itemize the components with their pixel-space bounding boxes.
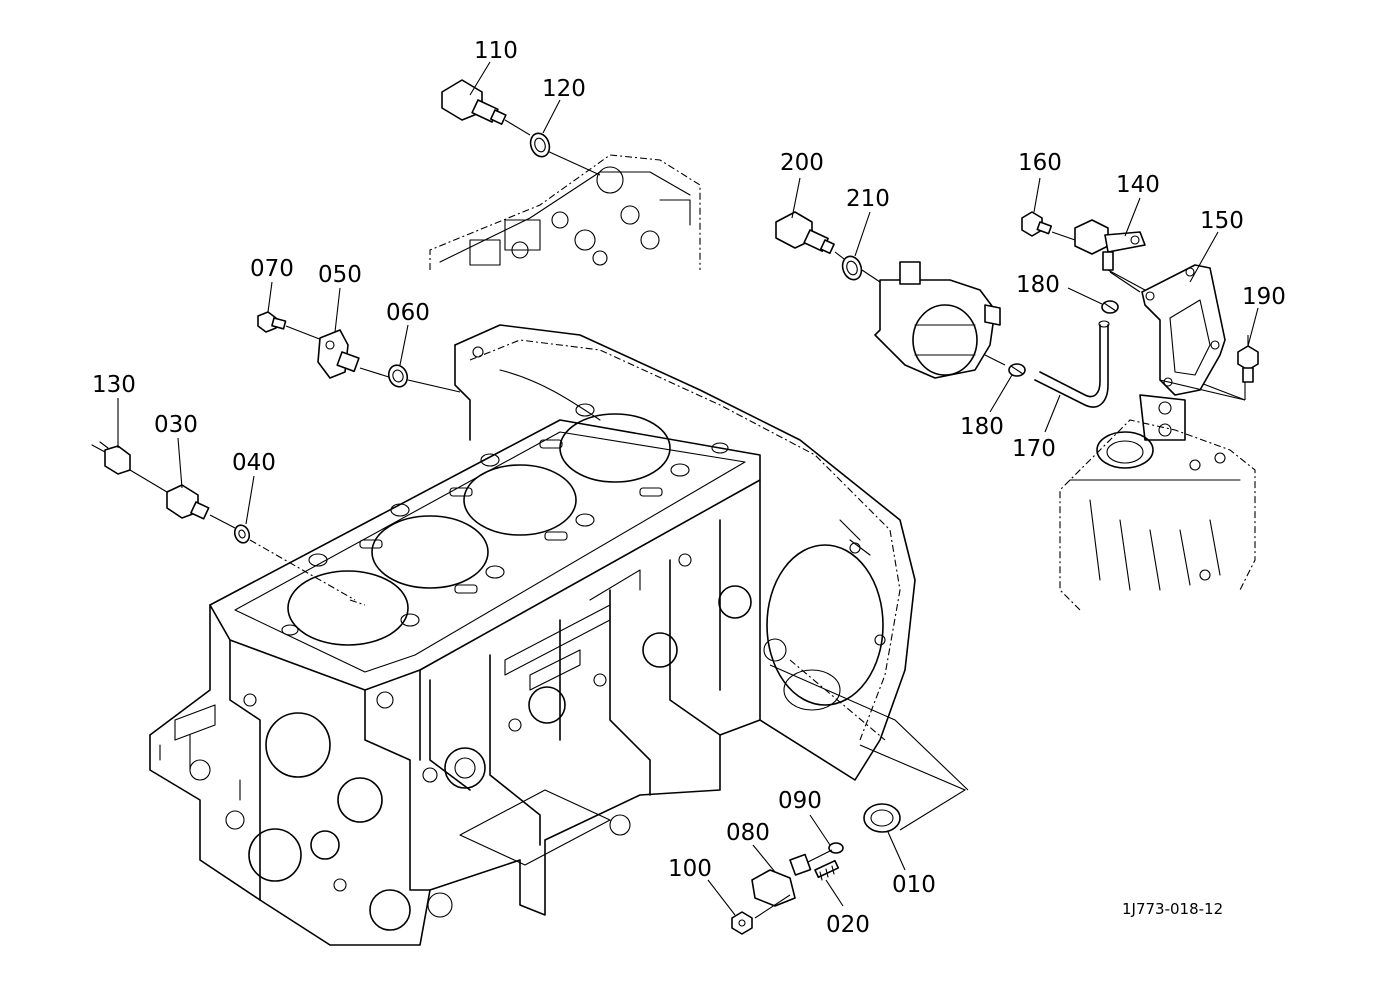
callout-120: 120 [542, 76, 586, 102]
callout-090: 090 [778, 788, 822, 814]
part-160-bolt [1021, 211, 1076, 241]
installation-lines [754, 271, 1246, 919]
callout-180-lower: 180 [960, 414, 1004, 440]
callout-110: 110 [474, 38, 518, 64]
callout-labels: 110 120 200 210 160 140 150 180 190 070 … [92, 38, 1286, 938]
part-060-ring [387, 364, 461, 393]
part-080-sensor [751, 849, 833, 907]
cylinder-head-detail [429, 149, 701, 270]
callout-130: 130 [92, 372, 136, 398]
callout-210: 210 [846, 186, 890, 212]
part-040-ring [233, 524, 356, 601]
part-010-sleeve [863, 803, 901, 833]
part-130-switch [91, 441, 173, 496]
part-180-clamp-upper [1101, 300, 1119, 314]
callout-200: 200 [780, 150, 824, 176]
callout-010: 010 [892, 872, 936, 898]
rear-engine-detail [1059, 374, 1256, 611]
callout-080: 080 [726, 820, 770, 846]
thermostat-housing [861, 261, 1006, 379]
part-120-ring [529, 132, 551, 158]
leader-lines [117, 61, 1259, 916]
part-150-bracket [1141, 264, 1226, 396]
callout-030: 030 [154, 412, 198, 438]
part-050-sensor [317, 329, 393, 379]
callout-100: 100 [668, 856, 712, 882]
part-190-bolt [1237, 335, 1259, 383]
part-100-nut [731, 911, 753, 935]
part-110-sensor [441, 79, 531, 136]
part-090-oring [828, 842, 844, 854]
part-180-clamp-lower [1008, 363, 1026, 377]
part-140-sensor [1074, 219, 1146, 291]
callout-040: 040 [232, 450, 276, 476]
callout-020: 020 [826, 912, 870, 938]
part-020-stud [814, 859, 840, 881]
diagram-reference-code: 1J773-018-12 [1122, 900, 1223, 918]
part-210-ring [841, 255, 863, 281]
part-170-hose [1034, 320, 1110, 408]
part-200-sensor [775, 211, 849, 263]
callout-140: 140 [1116, 172, 1160, 198]
callout-180-upper: 180 [1016, 272, 1060, 298]
callout-170: 170 [1012, 436, 1056, 462]
engine-block [149, 324, 916, 946]
callout-150: 150 [1200, 208, 1244, 234]
callout-160: 160 [1018, 150, 1062, 176]
callout-190: 190 [1242, 284, 1286, 310]
part-030-adapter [166, 484, 236, 529]
callout-070: 070 [250, 256, 294, 282]
callout-060: 060 [386, 300, 430, 326]
part-070-bolt [257, 311, 323, 341]
callout-050: 050 [318, 262, 362, 288]
